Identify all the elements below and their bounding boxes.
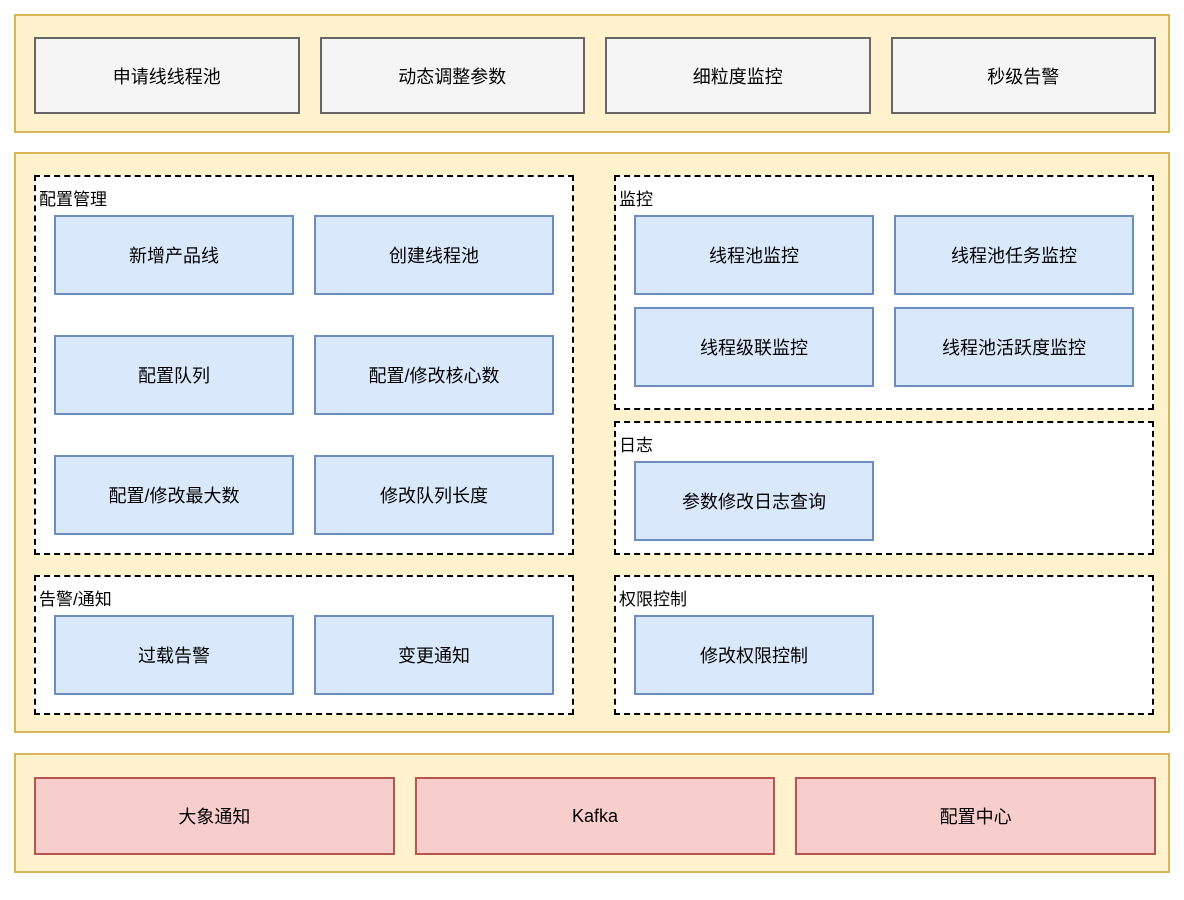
- box-kafka: Kafka: [414, 777, 776, 855]
- box-thread-pool-monitoring: 线程池监控: [634, 215, 874, 295]
- box-apply-thread-pool: 申请线线程池: [34, 37, 300, 114]
- box-second-level-alert: 秒级告警: [890, 37, 1156, 114]
- box-daxiang-notification: 大象通知: [34, 777, 395, 855]
- infrastructure-band: 大象通知 Kafka 配置中心: [14, 753, 1170, 873]
- panel-alert-notification: 告警/通知 过载告警 变更通知: [34, 575, 574, 715]
- monitoring-grid: 线程池监控 线程池任务监控 线程级联监控 线程池活跃度监控: [616, 215, 1152, 387]
- box-param-change-log-query: 参数修改日志查询: [634, 461, 874, 541]
- panel-config-management: 配置管理 新增产品线 创建线程池 配置队列 配置/修改核心数 配置/修改最大数 …: [34, 175, 574, 555]
- box-modify-permission-control: 修改权限控制: [634, 615, 874, 695]
- box-create-thread-pool: 创建线程池: [314, 215, 554, 295]
- panel-title-log: 日志: [619, 436, 653, 455]
- panel-log: 日志 参数修改日志查询: [614, 421, 1154, 555]
- box-configure-queue: 配置队列: [54, 335, 294, 415]
- box-config-center: 配置中心: [795, 777, 1157, 855]
- architecture-diagram: 申请线线程池 动态调整参数 细粒度监控 秒级告警 配置管理 新增产品线 创建线程…: [0, 14, 1184, 873]
- box-fine-grained-monitoring: 细粒度监控: [605, 37, 871, 114]
- alert-notification-grid: 过载告警 变更通知: [36, 615, 572, 695]
- box-configure-max-count: 配置/修改最大数: [54, 455, 294, 535]
- box-change-notification: 变更通知: [314, 615, 554, 695]
- panel-title-monitoring: 监控: [619, 190, 653, 209]
- panel-title-alert-notification: 告警/通知: [39, 590, 112, 609]
- feature-column-right: 监控 线程池监控 线程池任务监控 线程级联监控 线程池活跃度监控 日志 参数修改…: [614, 175, 1154, 715]
- feature-band: 配置管理 新增产品线 创建线程池 配置队列 配置/修改核心数 配置/修改最大数 …: [14, 152, 1170, 733]
- box-add-product-line: 新增产品线: [54, 215, 294, 295]
- panel-title-permission-control: 权限控制: [619, 590, 687, 609]
- box-thread-pool-task-monitoring: 线程池任务监控: [894, 215, 1134, 295]
- panel-permission-control: 权限控制 修改权限控制: [614, 575, 1154, 715]
- box-thread-cascade-monitoring: 线程级联监控: [634, 307, 874, 387]
- box-configure-core-count: 配置/修改核心数: [314, 335, 554, 415]
- feature-column-left: 配置管理 新增产品线 创建线程池 配置队列 配置/修改核心数 配置/修改最大数 …: [34, 175, 574, 715]
- box-dynamic-adjust-params: 动态调整参数: [319, 37, 585, 114]
- panel-monitoring: 监控 线程池监控 线程池任务监控 线程级联监控 线程池活跃度监控: [614, 175, 1154, 410]
- log-grid: 参数修改日志查询: [616, 461, 1152, 541]
- box-overload-alert: 过载告警: [54, 615, 294, 695]
- panel-title-config-management: 配置管理: [39, 190, 107, 209]
- config-management-grid: 新增产品线 创建线程池 配置队列 配置/修改核心数 配置/修改最大数 修改队列长…: [36, 215, 572, 535]
- box-thread-pool-activity-monitoring: 线程池活跃度监控: [894, 307, 1134, 387]
- permission-grid: 修改权限控制: [616, 615, 1152, 695]
- capability-band: 申请线线程池 动态调整参数 细粒度监控 秒级告警: [14, 14, 1170, 133]
- box-modify-queue-length: 修改队列长度: [314, 455, 554, 535]
